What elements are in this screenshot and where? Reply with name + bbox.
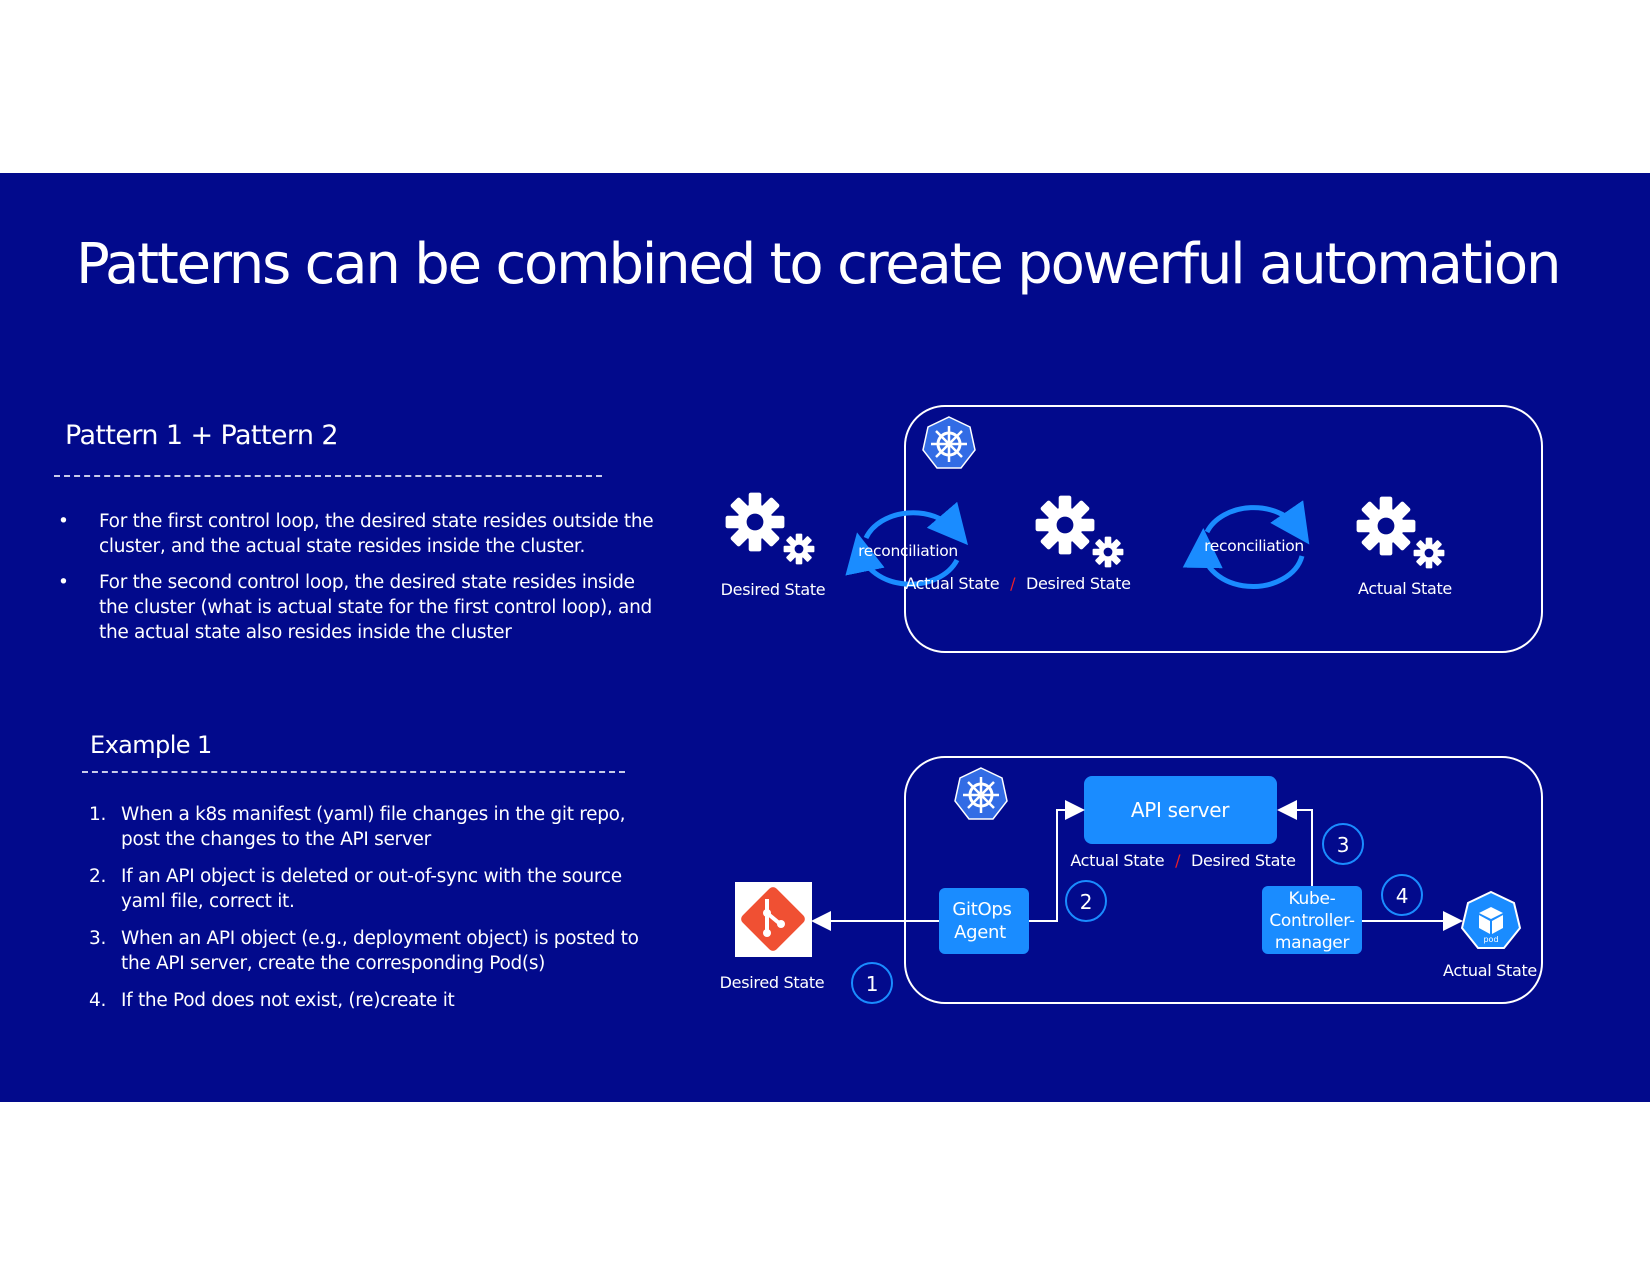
kubernetes-helm-icon — [921, 415, 977, 470]
api-desired-text: Desired State — [1191, 851, 1296, 870]
pattern-divider — [54, 475, 602, 477]
top-desired-state-label: Desired State — [721, 580, 826, 599]
example-step-list: 1. When a k8s manifest (yaml) file change… — [89, 802, 669, 1025]
flow-arrows — [811, 800, 1463, 931]
api-actual-text: Actual State — [1070, 851, 1164, 870]
gitops-agent-label-2: Agent — [954, 922, 1006, 943]
pattern-heading: Pattern 1 + Pattern 2 — [65, 420, 339, 451]
step-circle-4 — [1381, 874, 1423, 916]
slide-title: Patterns can be combined to create power… — [76, 232, 1561, 297]
top-mid-state-label: Actual State / Desired State — [905, 574, 1130, 593]
state-separator: / — [1010, 574, 1016, 593]
gears-icon — [1356, 496, 1445, 569]
slide-background — [0, 173, 1650, 1102]
reconciliation-label-1: reconciliation — [858, 542, 958, 560]
step-circle-2 — [1065, 880, 1107, 922]
reconciliation-cycle-icon — [845, 501, 969, 587]
mid-desired-text: Desired State — [1026, 574, 1131, 593]
api-server-label: API server — [1131, 798, 1230, 822]
step-circle-1 — [851, 962, 893, 1004]
step-text: If the Pod does not exist, (re)create it — [121, 990, 455, 1011]
example-step-item: 3. When an API object (e.g., deployment o… — [89, 926, 669, 976]
state-separator: / — [1175, 851, 1181, 870]
gears-icon — [725, 492, 815, 565]
pattern-bullet-item: • For the second control loop, the desire… — [58, 570, 658, 645]
step-text: When a k8s manifest (yaml) file changes … — [121, 804, 626, 850]
pod-cube-icon: pod — [1460, 890, 1522, 949]
reconciliation-label-2: reconciliation — [1204, 537, 1304, 555]
kubernetes-helm-icon — [953, 766, 1009, 821]
example-step-item: 1. When a k8s manifest (yaml) file change… — [89, 802, 669, 852]
step-number-2: 2 — [1080, 890, 1092, 914]
kcm-label-1: Kube- — [1289, 889, 1336, 909]
step-text: When an API object (e.g., deployment obj… — [121, 928, 639, 974]
gitops-agent-label-1: GitOps — [952, 899, 1011, 920]
example-step-item: 2. If an API object is deleted or out-of-… — [89, 864, 669, 914]
step-number: 2. — [89, 866, 107, 887]
example-step-item: 4. If the Pod does not exist, (re)create … — [89, 988, 669, 1013]
step-text: If an API object is deleted or out-of-sy… — [121, 866, 622, 912]
pattern-bullet-item: • For the first control loop, the desired… — [58, 509, 658, 559]
step-circle-3 — [1322, 823, 1364, 865]
pattern-bullet-list: • For the first control loop, the desired… — [58, 509, 658, 656]
example-divider — [82, 771, 625, 773]
example-heading: Example 1 — [90, 731, 212, 759]
kcm-label-2: Controller- — [1269, 911, 1355, 931]
api-server-box — [1084, 776, 1277, 844]
step-number: 3. — [89, 928, 107, 949]
git-desired-state-label: Desired State — [720, 973, 825, 992]
bullet-text: For the first control loop, the desired … — [99, 511, 654, 557]
api-state-label: Actual State / Desired State — [1070, 851, 1295, 870]
step-circles — [851, 823, 1423, 1004]
gears-icon — [1035, 495, 1124, 568]
git-logo-icon — [741, 887, 805, 951]
reconciliation-cycle-icon — [1182, 500, 1310, 589]
cluster-boundary-top — [904, 405, 1543, 653]
gitops-to-api-arrow — [1029, 800, 1085, 922]
kcm-to-api-arrow — [1277, 800, 1313, 886]
bullet-text: For the second control loop, the desired… — [99, 572, 652, 643]
step-number: 4. — [89, 990, 107, 1011]
cluster-boundary-bottom — [904, 756, 1543, 1004]
gitops-agent-box — [939, 888, 1029, 954]
step-number: 1. — [89, 804, 107, 825]
kcm-label-3: manager — [1275, 933, 1350, 953]
step-number-1: 1 — [866, 972, 878, 996]
step-number-4: 4 — [1396, 884, 1408, 908]
top-actual-state-label: Actual State — [1358, 579, 1452, 598]
pod-text: pod — [1483, 935, 1498, 944]
bullet-marker: • — [58, 511, 69, 532]
pod-actual-state-label: Actual State — [1443, 961, 1537, 980]
mid-actual-text: Actual State — [905, 574, 999, 593]
bullet-marker: • — [58, 572, 69, 593]
kube-controller-manager-box — [1262, 886, 1362, 954]
step-number-3: 3 — [1337, 833, 1349, 857]
